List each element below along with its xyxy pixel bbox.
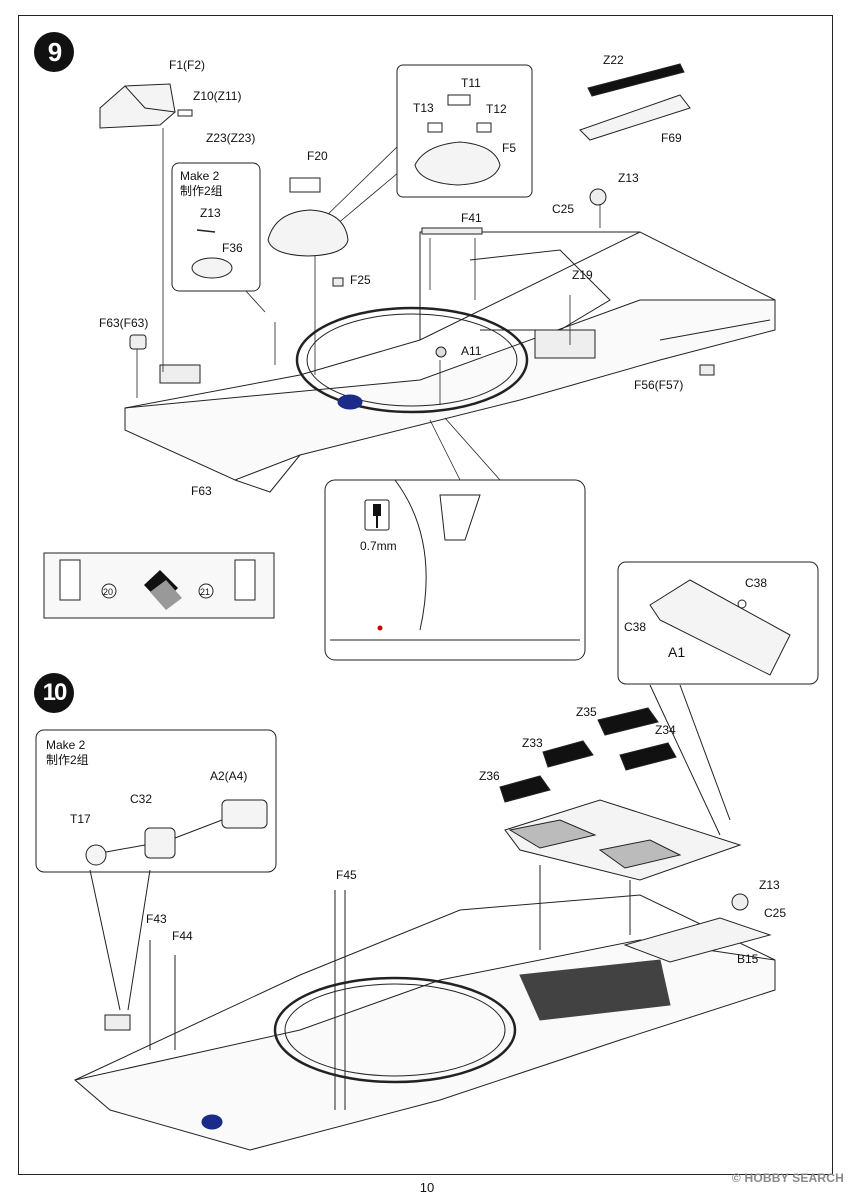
label-c25-10: C25 — [764, 906, 787, 920]
label-t12: T12 — [486, 102, 507, 116]
label-z36: Z36 — [479, 769, 500, 783]
label-z10: Z10(Z11) — [193, 89, 242, 103]
part-f25 — [332, 277, 344, 287]
label-f1: F1(F2) — [169, 58, 205, 72]
label-z13: Z13 — [618, 171, 639, 185]
label-f44: F44 — [172, 929, 193, 943]
watermark-brand: HOBBY SEARCH — [744, 1171, 844, 1185]
label-z34: Z34 — [655, 723, 676, 737]
decal-20: 20 — [103, 587, 114, 597]
label-f43: F43 — [146, 912, 167, 926]
part-f1 — [99, 83, 193, 129]
label-z22: Z22 — [603, 53, 624, 67]
make2-note-9: Make 2 制作2组 — [180, 169, 223, 199]
make2-zh: 制作2组 — [46, 753, 89, 767]
part-c25 — [589, 188, 607, 206]
watermark: © HOBBY SEARCH — [732, 1171, 844, 1185]
label-c25: C25 — [552, 202, 575, 216]
step9-hull — [124, 231, 776, 493]
label-f25: F25 — [350, 273, 371, 287]
drill-icon — [364, 499, 390, 531]
label-f20: F20 — [307, 149, 328, 163]
label-b15: B15 — [737, 952, 759, 966]
label-t17: T17 — [70, 812, 91, 826]
part-b15 — [623, 917, 772, 963]
label-c38b: C38 — [624, 620, 647, 634]
label-f56: F56(F57) — [634, 378, 684, 392]
page-border — [18, 15, 833, 1175]
part-f41 — [421, 227, 483, 235]
label-box-f36: F36 — [222, 241, 243, 255]
label-a11: A11 — [461, 344, 482, 358]
part-blue — [337, 394, 363, 410]
part-z22-f69 — [579, 63, 691, 141]
label-a1: A1 — [668, 644, 686, 660]
step10-hull — [73, 894, 776, 1151]
label-z13-10: Z13 — [759, 878, 780, 892]
label-f69: F69 — [661, 131, 682, 145]
drill-detail-box — [324, 479, 586, 661]
make2-en: Make 2 — [180, 169, 220, 183]
engine-deck-panel — [504, 799, 742, 881]
make2-note-10: Make 2 制作2组 — [46, 738, 89, 768]
part-t17 — [85, 844, 107, 866]
label-t11: T11 — [461, 76, 481, 90]
make2-box-10 — [35, 729, 277, 873]
label-c38a: C38 — [745, 576, 768, 590]
label-a2: A2(A4) — [210, 769, 248, 783]
label-z35: Z35 — [576, 705, 597, 719]
step-number-9: 9 — [34, 32, 74, 72]
decal-swatch-icon — [144, 570, 182, 610]
make2-box-9 — [171, 162, 261, 292]
part-f5 — [414, 94, 501, 186]
label-f5: F5 — [502, 141, 517, 155]
label-c32: C32 — [130, 792, 153, 806]
label-box-z13: Z13 — [200, 206, 221, 220]
part-f63 — [129, 334, 147, 350]
step-number-10: 10 — [34, 673, 74, 713]
make2-zh: 制作2组 — [180, 184, 223, 198]
watermark-mark: © — [731, 1171, 741, 1185]
label-f41: F41 — [461, 211, 482, 225]
label-f45: F45 — [336, 868, 357, 882]
part-a2 — [221, 799, 268, 829]
label-f63a: F63(F63) — [99, 316, 149, 330]
decal-21: 21 — [200, 587, 211, 597]
part-f56 — [699, 364, 715, 376]
part-f20 — [267, 177, 349, 257]
drill-size: 0.7mm — [360, 539, 397, 553]
part-f36 — [191, 229, 233, 279]
label-f63b: F63 — [191, 484, 212, 498]
label-z23: Z23(Z23) — [206, 131, 256, 145]
page-number: 10 — [419, 1180, 435, 1195]
make2-en: Make 2 — [46, 738, 86, 752]
label-t13: T13 — [413, 101, 434, 115]
part-c32 — [144, 827, 176, 859]
step9-guide-lines — [136, 109, 601, 481]
part-a11 — [435, 346, 447, 358]
label-z33: Z33 — [522, 736, 543, 750]
label-z19: Z19 — [572, 268, 593, 282]
grilles — [499, 707, 677, 803]
